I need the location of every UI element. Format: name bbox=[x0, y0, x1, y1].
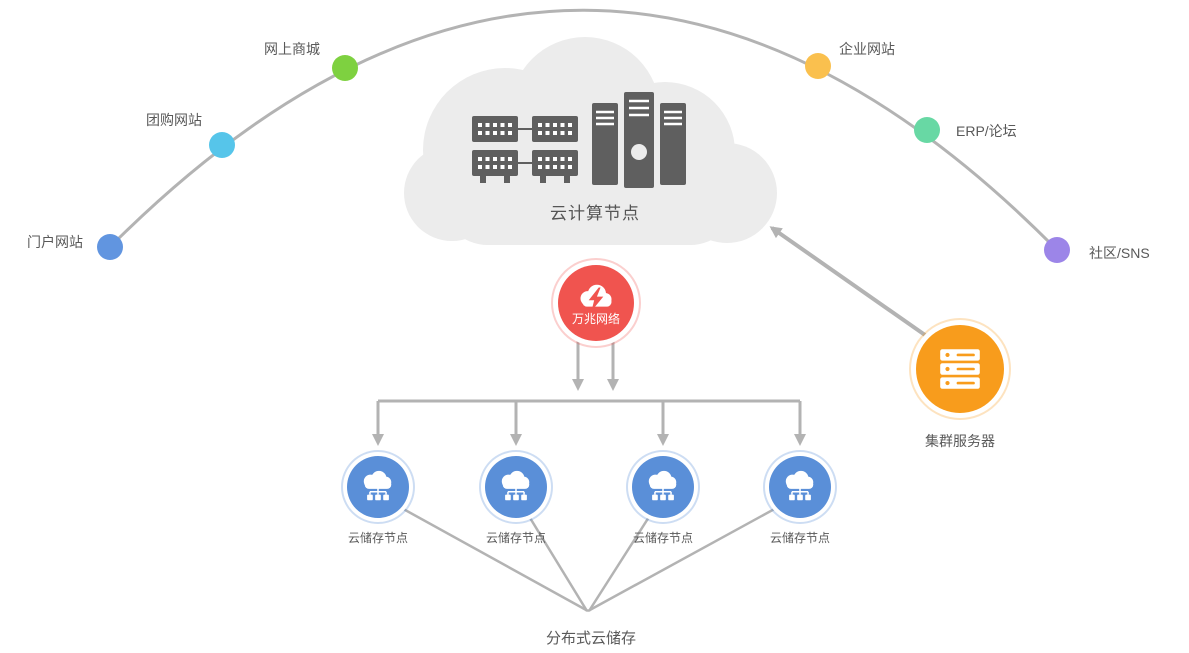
cluster-server-node bbox=[916, 325, 1004, 413]
arc-dot-online-mall bbox=[332, 55, 358, 81]
storage-cloud-icon bbox=[785, 470, 814, 501]
converge-line-1 bbox=[377, 493, 589, 613]
storage-cloud-icon bbox=[648, 470, 677, 501]
storage-node-3 bbox=[632, 456, 694, 518]
arc-dot-group-buying-website bbox=[209, 132, 235, 158]
server-stack-icon bbox=[940, 349, 980, 389]
cluster-to-cloud-arrow bbox=[769, 226, 937, 344]
storage-node-label-3: 云储存节点 bbox=[632, 531, 693, 545]
arc-label-community-sns: 社区/SNS bbox=[1089, 245, 1150, 261]
storage-node-4 bbox=[769, 456, 831, 518]
network-node: 万兆网络 bbox=[558, 265, 634, 341]
converge-line-4 bbox=[587, 493, 801, 613]
arc-dot-erp-forum bbox=[914, 117, 940, 143]
server-rack-icon bbox=[472, 116, 578, 183]
network-node-label: 万兆网络 bbox=[571, 311, 620, 326]
server-tower-icon bbox=[592, 92, 686, 188]
storage-node-1 bbox=[347, 456, 409, 518]
cluster-server-label: 集群服务器 bbox=[925, 433, 995, 449]
arc-label-erp-forum: ERP/论坛 bbox=[956, 123, 1017, 139]
cloud-lightning-icon bbox=[580, 284, 612, 311]
storage-node-label-2: 云储存节点 bbox=[485, 531, 546, 545]
arc-label-group-buying-website: 团购网站 bbox=[146, 112, 202, 128]
arc-label-online-mall: 网上商城 bbox=[264, 41, 320, 57]
arc-dot-enterprise-website bbox=[805, 53, 831, 79]
arc-label-enterprise-website: 企业网站 bbox=[839, 41, 895, 57]
cloud-computing-node-label: 云计算节点 bbox=[550, 204, 640, 223]
storage-node-label-4: 云储存节点 bbox=[769, 531, 830, 545]
arc-dot-portal-website bbox=[97, 234, 123, 260]
arc-dot-community-sns bbox=[1044, 237, 1070, 263]
storage-cloud-icon bbox=[363, 470, 392, 501]
storage-node-label-1: 云储存节点 bbox=[347, 531, 408, 545]
storage-cloud-icon bbox=[501, 470, 530, 501]
distributed-storage-label: 分布式云储存 bbox=[545, 630, 636, 647]
storage-node-2 bbox=[485, 456, 547, 518]
arc-label-portal-website: 门户网站 bbox=[27, 234, 83, 250]
